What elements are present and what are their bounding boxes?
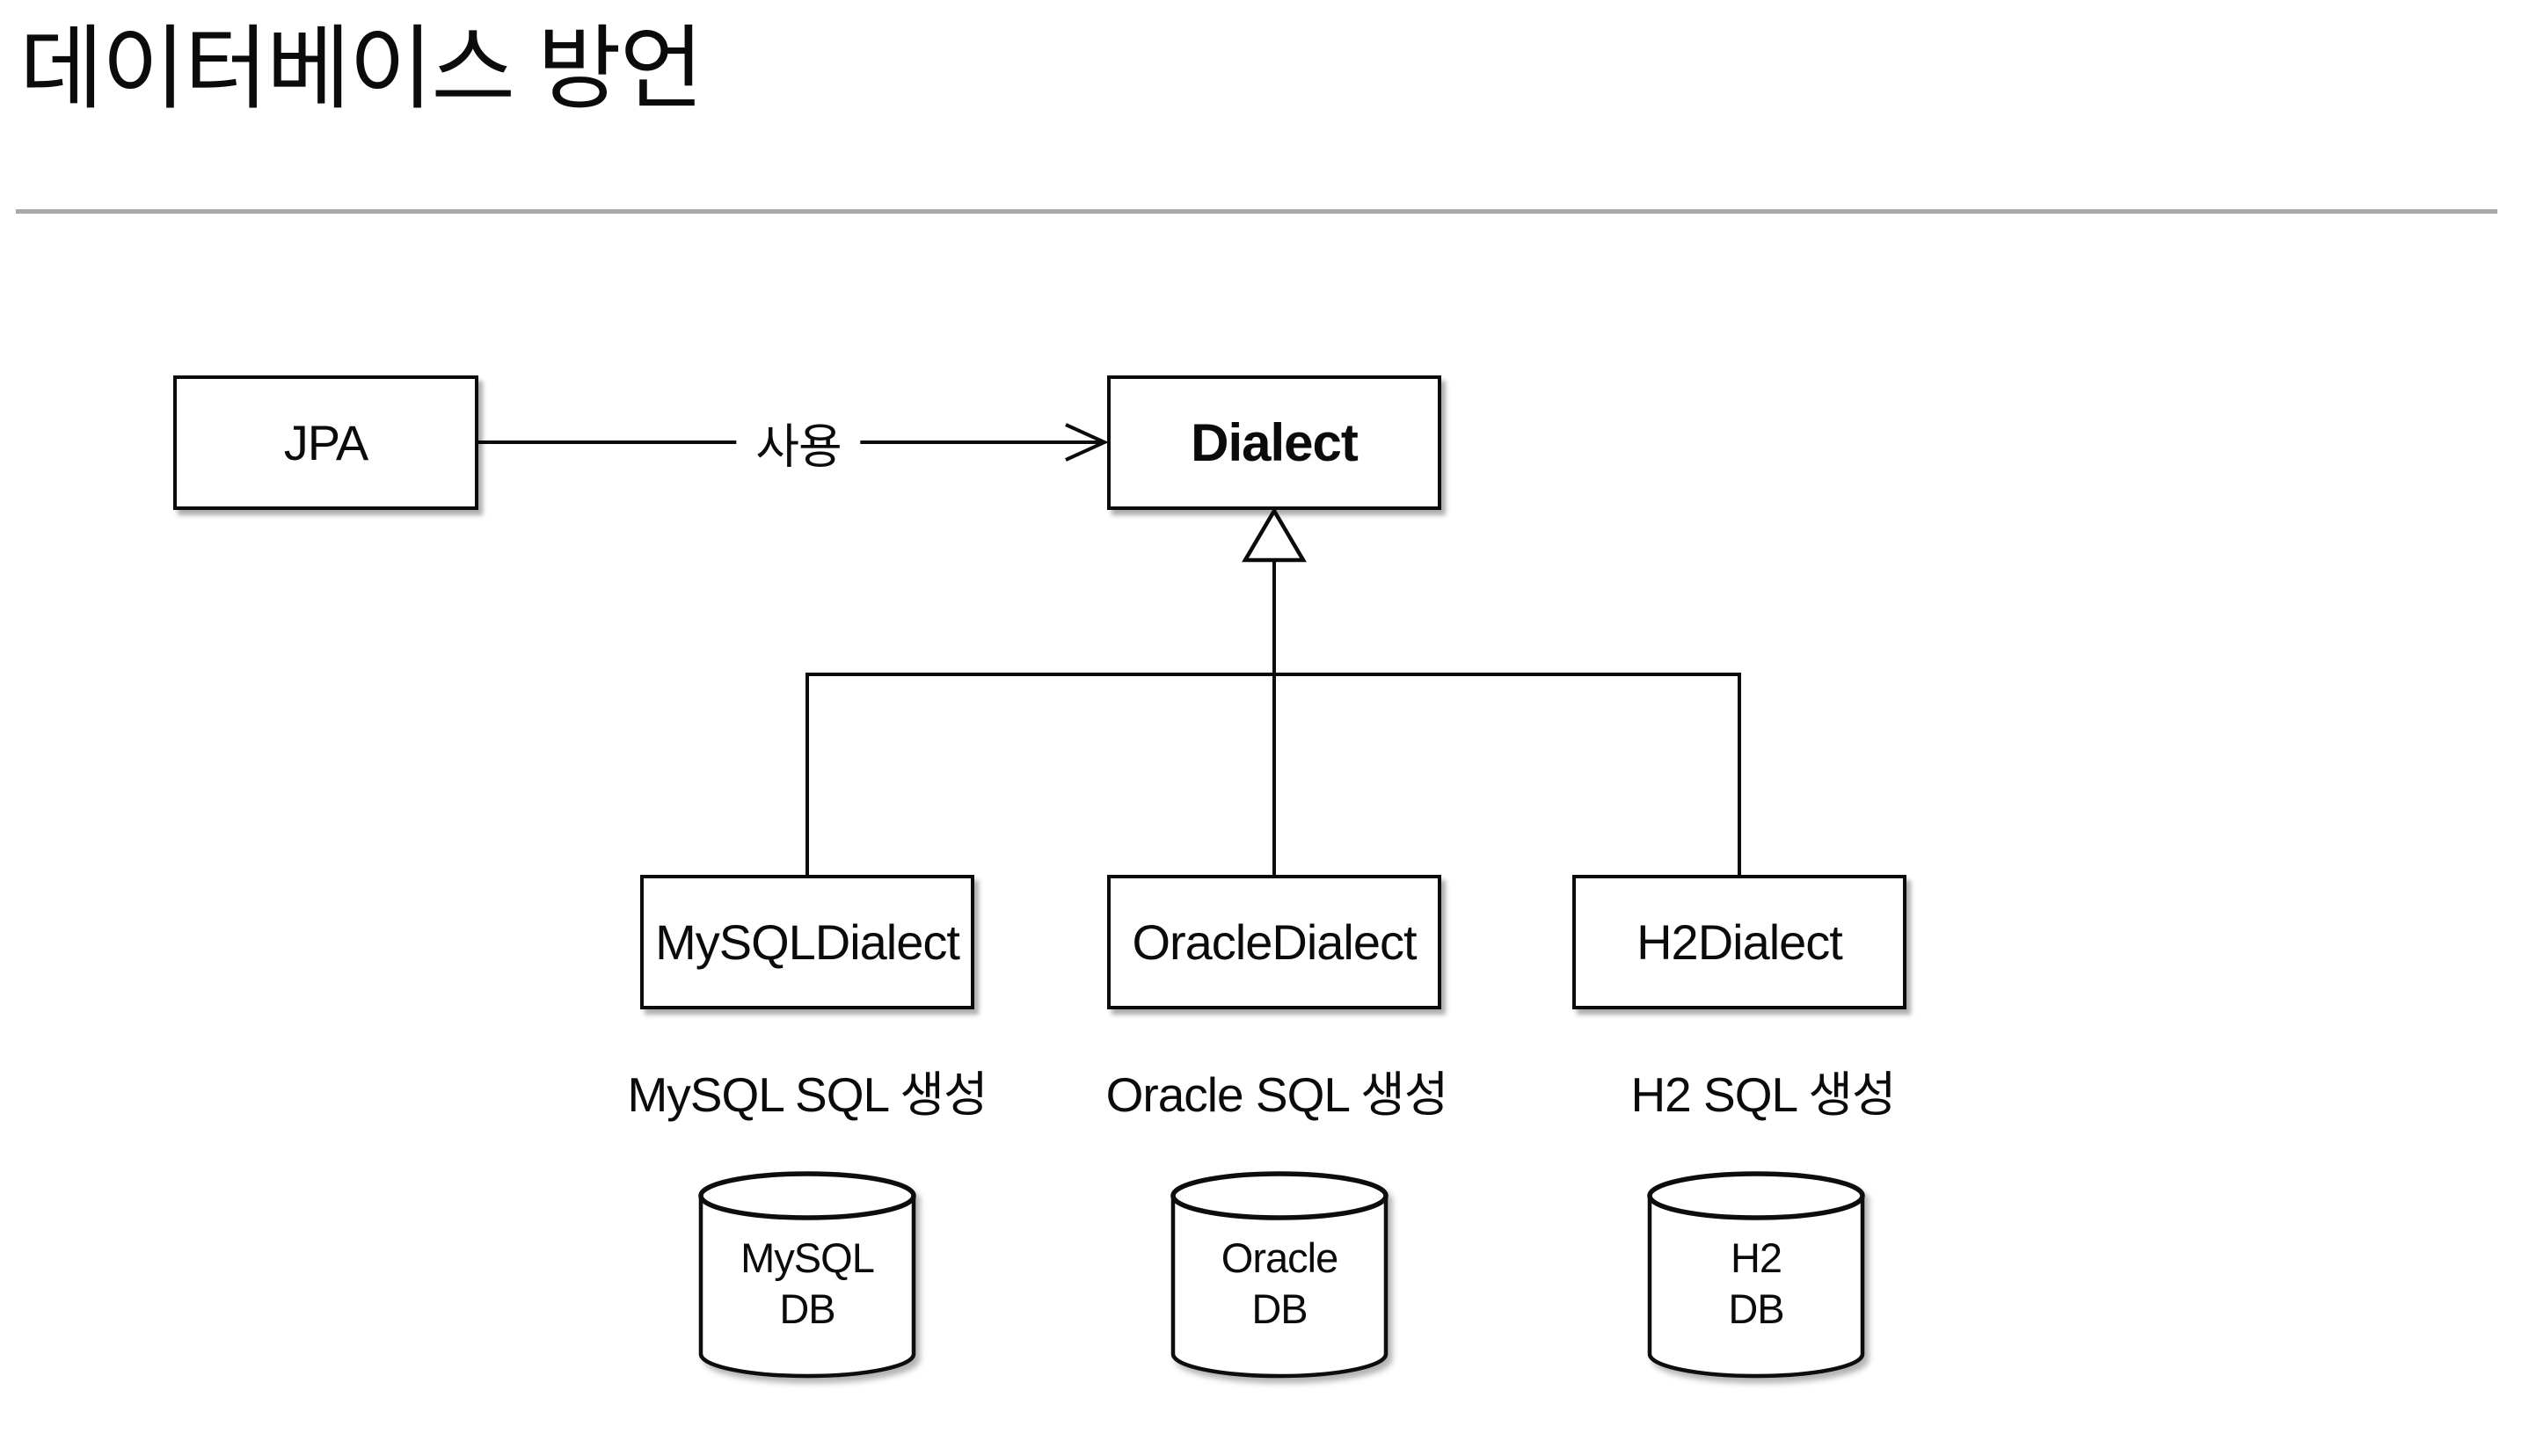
node-jpa: JPA [173, 375, 478, 510]
h2-db-label-line1: H2 [1730, 1234, 1782, 1281]
node-mysql-dialect-label: MySQLDialect [655, 914, 960, 970]
oracle-db-label: Oracle DB [1165, 1233, 1394, 1335]
mysql-db-label-line2: DB [779, 1285, 835, 1332]
mysql-db-label-line1: MySQL [740, 1234, 875, 1281]
node-dialect: Dialect [1107, 375, 1441, 510]
oracle-db-label-line1: Oracle [1221, 1234, 1338, 1281]
node-dialect-label: Dialect [1191, 413, 1359, 472]
oracle-db-label-line2: DB [1251, 1285, 1308, 1332]
h2-db-cylinder-icon [1647, 1171, 1865, 1379]
mysql-db-label: MySQL DB [693, 1233, 922, 1335]
caption-h2-sql: H2 SQL 생성 [1630, 1067, 1896, 1122]
node-oracle-dialect: OracleDialect [1107, 875, 1441, 1009]
h2-db-label: H2 DB [1642, 1233, 1870, 1335]
oracle-db-cylinder-icon [1170, 1171, 1389, 1379]
node-h2-dialect: H2Dialect [1572, 875, 1906, 1009]
caption-oracle-sql: Oracle SQL 생성 [1105, 1067, 1449, 1122]
h2-db-label-line2: DB [1728, 1285, 1784, 1332]
node-mysql-dialect: MySQLDialect [640, 875, 974, 1009]
caption-mysql-sql: MySQL SQL 생성 [627, 1067, 988, 1122]
uses-edge-label: 사용 [736, 402, 861, 483]
node-oracle-dialect-label: OracleDialect [1132, 914, 1417, 970]
node-h2-dialect-label: H2Dialect [1636, 914, 1843, 970]
mysql-db-cylinder-icon [698, 1171, 916, 1379]
node-jpa-label: JPA [283, 415, 369, 470]
uses-arrowhead-icon [1065, 423, 1109, 462]
inheritance-triangle-icon [1242, 506, 1307, 563]
page-title: 데이터베이스 방언 [19, 18, 703, 120]
title-divider-line [16, 209, 2497, 214]
